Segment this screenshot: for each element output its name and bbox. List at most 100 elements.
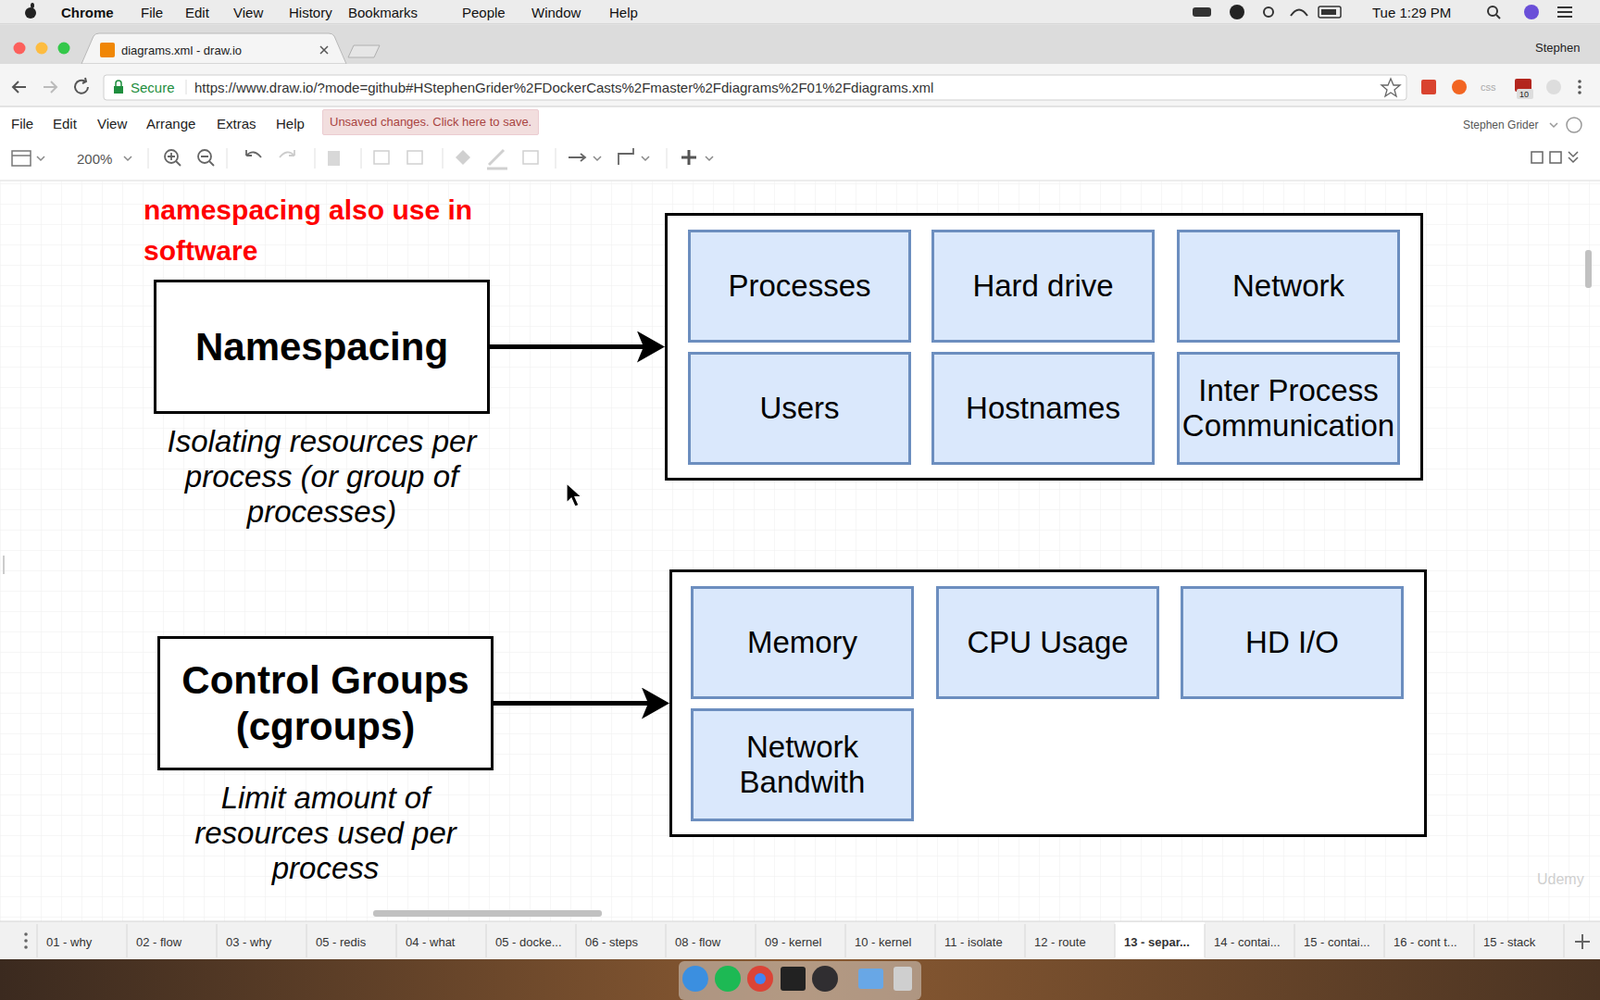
dropdown-icon — [1550, 123, 1558, 127]
tab-separator — [935, 924, 937, 958]
box-label: Hard drive — [972, 268, 1113, 304]
resource-box: HD I/O — [1180, 586, 1404, 700]
security-badge: Secure — [130, 77, 175, 98]
tab-separator — [755, 924, 757, 958]
forward-icon — [43, 81, 57, 93]
docker-icon — [1192, 7, 1212, 17]
toolbar-separator — [361, 148, 363, 169]
toolbar-separator — [442, 148, 444, 169]
unsaved-notice: Unsaved changes. Click here to save. — [322, 109, 539, 136]
menu-item: Edit — [52, 113, 77, 134]
zoom-level: 200% — [76, 149, 113, 169]
tab-separator — [396, 924, 398, 958]
redo-icon — [279, 150, 295, 158]
status-icon — [1229, 4, 1245, 20]
resource-box: Users — [687, 351, 912, 465]
tab-separator — [486, 924, 488, 958]
zoom-in-mark — [167, 152, 181, 166]
clock: Tue 1:29 PM — [1372, 2, 1451, 23]
box-caption: Isolating resources per process (or grou… — [155, 424, 489, 530]
globe-icon — [1566, 117, 1582, 133]
toolbar-separator — [226, 148, 228, 169]
menu-item: View — [97, 113, 127, 134]
page-tab: 11 - isolate — [944, 933, 1003, 951]
dropdown-icon — [124, 156, 132, 161]
resource-box: CPU Usage — [936, 586, 1160, 700]
page-tab: 03 - why — [225, 933, 272, 951]
new-tab — [348, 45, 380, 58]
menu-item: People — [462, 2, 506, 23]
address-separator — [186, 79, 188, 95]
profile-name: Stephen — [1535, 38, 1580, 57]
search-icon — [1487, 6, 1498, 16]
page-tab: 16 - cont t... — [1393, 933, 1458, 951]
box-label: Processes — [727, 268, 871, 304]
tab-separator — [1294, 924, 1296, 958]
folder-icon — [858, 968, 884, 989]
list-icon — [1557, 7, 1573, 17]
page-tab: 12 - route — [1034, 933, 1087, 951]
tab-separator — [575, 924, 577, 958]
toolbar-separator — [314, 148, 316, 169]
panel-icon — [12, 150, 31, 166]
menu-dot — [24, 932, 28, 937]
concept-box: Control Groups (cgroups)Limit amount of … — [157, 636, 494, 771]
menu-item: History — [288, 2, 333, 23]
box-label: Network — [1232, 268, 1345, 304]
page-tab: 01 - why — [46, 933, 92, 951]
menu-item: Extras — [216, 113, 257, 134]
undo-icon — [246, 150, 262, 158]
menu-dot — [1577, 79, 1582, 84]
tab-separator — [1563, 924, 1565, 958]
tab-separator — [1474, 924, 1475, 958]
page-tab: 02 - flow — [136, 933, 182, 951]
horizontal-scrollbar — [373, 910, 602, 917]
page-tab-separators — [37, 924, 1564, 958]
reload-icon — [75, 77, 88, 94]
tab-separator — [845, 924, 847, 958]
badge — [1516, 88, 1534, 100]
tab-separator — [126, 924, 128, 958]
back-layer-icon — [407, 150, 423, 164]
resource-box: Inter Process Communication — [1176, 351, 1400, 465]
delete-icon — [327, 150, 340, 166]
arrow-connector — [493, 700, 651, 706]
sidebar-handle — [2, 555, 5, 575]
extension-icon — [1546, 79, 1562, 95]
resource-box: Hostnames — [931, 351, 1155, 465]
page-tab: 10 - kernel — [854, 933, 912, 951]
wifi-icon — [1290, 10, 1308, 17]
resource-box: Memory — [690, 586, 914, 700]
box-label: Hostnames — [965, 390, 1121, 426]
toolbar-separator — [555, 148, 557, 169]
toolbar-edge — [0, 180, 1600, 182]
obs-icon — [812, 965, 838, 992]
address-row — [0, 63, 1600, 107]
app-menu-bar — [0, 107, 1600, 143]
active-page-tab — [1114, 922, 1205, 960]
box-label: Memory — [747, 625, 858, 661]
format-panel-icon — [1550, 151, 1562, 163]
menu-item: Help — [275, 113, 305, 134]
menu-item: Arrange — [146, 113, 196, 134]
menu-item: View — [233, 2, 263, 23]
page-tab: 04 - what — [405, 933, 455, 951]
menu-bar-edge — [0, 24, 1600, 25]
finder-icon — [682, 965, 709, 992]
note: namespacing also use in software — [143, 189, 505, 272]
watermark: Udemy — [1537, 869, 1585, 890]
resource-box: Network Bandwith — [690, 708, 914, 822]
tab-separator — [1114, 924, 1116, 958]
tab-separator — [665, 924, 667, 958]
line-color-icon — [488, 150, 504, 165]
menu-item: Edit — [185, 2, 210, 23]
user-name: Stephen Grider — [1462, 116, 1538, 134]
menu-dot — [24, 938, 28, 943]
battery-icon — [1318, 6, 1341, 18]
back-icon — [12, 81, 26, 93]
chrome-icon-centre — [754, 973, 766, 985]
box-label: HD I/O — [1245, 625, 1339, 661]
mouse-cursor — [566, 483, 582, 507]
apple-leaf — [30, 2, 35, 9]
